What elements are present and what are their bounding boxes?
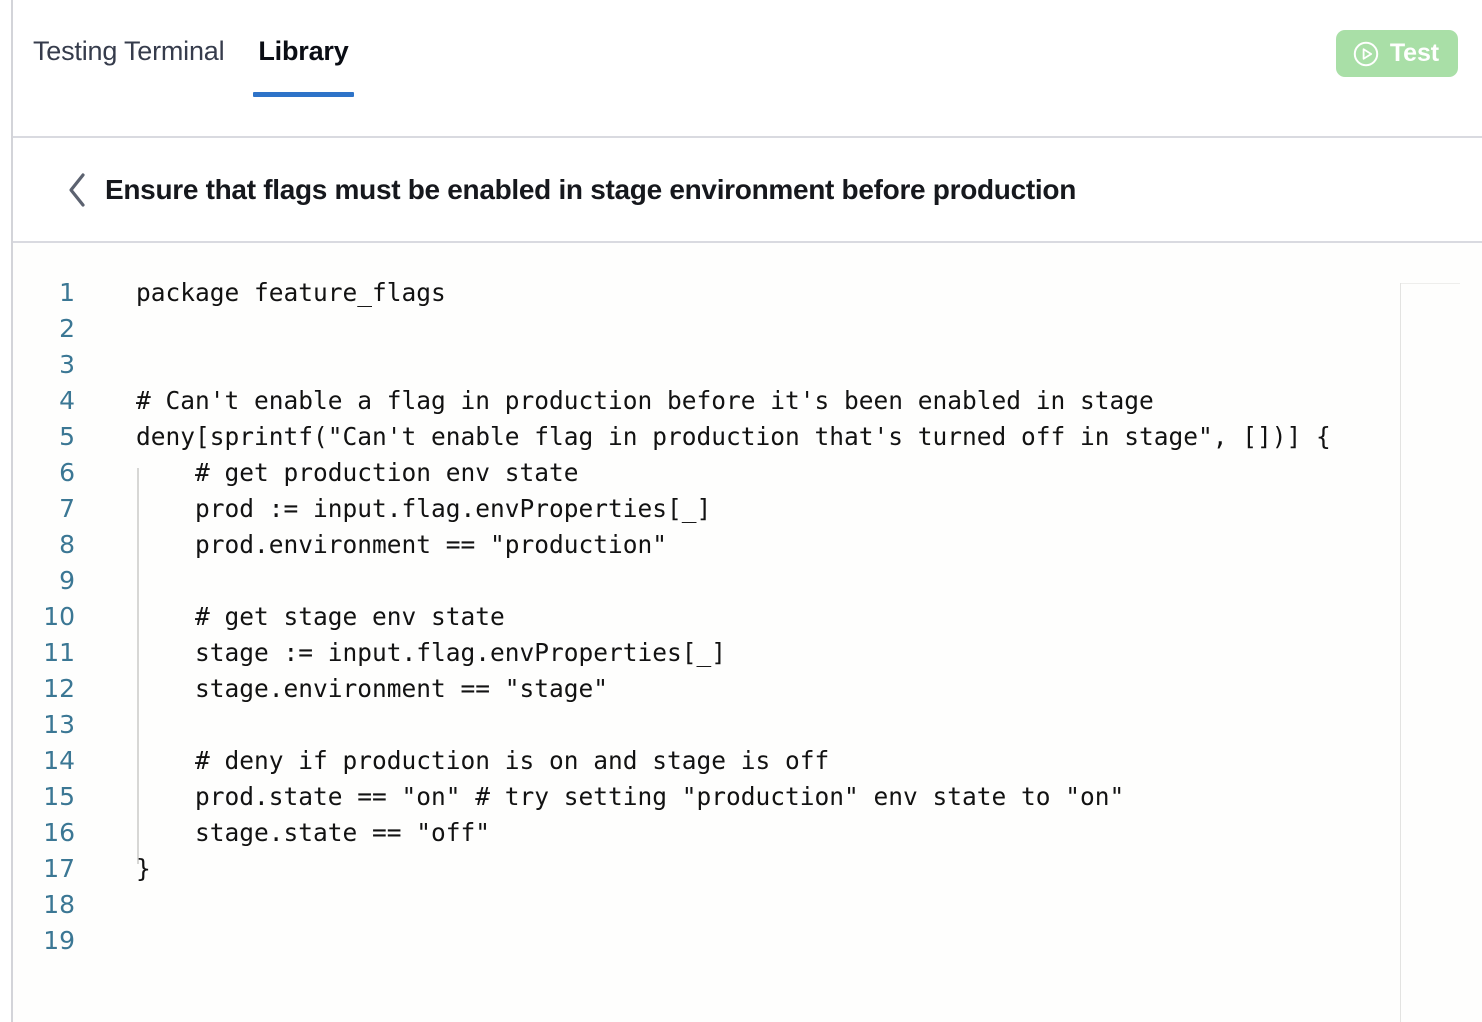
line-number: 5 <box>59 422 75 451</box>
line-number: 11 <box>43 638 75 667</box>
line-number: 13 <box>43 710 75 739</box>
play-circle-icon <box>1353 41 1379 66</box>
code-line[interactable]: 19 <box>13 923 1482 959</box>
line-number: 16 <box>43 818 75 847</box>
line-number: 17 <box>43 854 75 883</box>
code-line-text[interactable]: # get production env state <box>136 458 579 487</box>
line-number: 12 <box>43 674 75 703</box>
code-line[interactable]: 18 <box>13 887 1482 923</box>
code-lines: 1 package feature_flags 2 3 4 # Can't enable … <box>13 275 1482 959</box>
code-line-text[interactable]: prod := input.flag.envProperties[_] <box>136 494 712 523</box>
line-number: 14 <box>43 746 75 775</box>
line-number: 1 <box>59 278 75 307</box>
code-line[interactable]: 9 <box>13 563 1482 599</box>
tab-library-label: Library <box>258 36 349 66</box>
policy-title-bar: Ensure that flags must be enabled in sta… <box>13 138 1482 243</box>
code-line-text[interactable]: stage.state == "off" <box>136 818 491 847</box>
code-line-text[interactable]: # get stage env state <box>136 602 505 631</box>
code-line-text[interactable]: # Can't enable a flag in production befo… <box>136 386 1154 415</box>
line-number: 2 <box>59 314 75 343</box>
editor-ruler-cap <box>1400 283 1460 284</box>
code-line-text[interactable]: deny[sprintf("Can't enable flag in produ… <box>136 422 1331 451</box>
test-button[interactable]: Test <box>1335 30 1458 77</box>
code-line[interactable]: 5 deny[sprintf("Can't enable flag in prod… <box>13 419 1482 455</box>
test-button-label: Test <box>1389 39 1439 67</box>
tab-list: Testing Terminal Library <box>31 30 354 97</box>
line-number: 7 <box>59 494 75 523</box>
line-number: 15 <box>43 782 75 811</box>
line-number: 6 <box>59 458 75 487</box>
page-title: Ensure that flags must be enabled in sta… <box>105 173 1076 205</box>
code-line[interactable]: 11 stage := input.flag.envProperties[_] <box>13 635 1482 671</box>
code-line[interactable]: 1 package feature_flags <box>13 275 1482 311</box>
code-line-text[interactable]: stage := input.flag.envProperties[_] <box>136 638 727 667</box>
tab-bar: Testing Terminal Library Test <box>13 0 1482 138</box>
code-line[interactable]: 4 # Can't enable a flag in production bef… <box>13 383 1482 419</box>
line-number: 10 <box>43 602 75 631</box>
code-line-text[interactable]: stage.environment == "stage" <box>136 674 609 703</box>
line-number: 4 <box>59 386 75 415</box>
left-edge-rail <box>11 0 13 1022</box>
tab-library[interactable]: Library <box>253 30 354 97</box>
code-line[interactable]: 6 # get production env state <box>13 455 1482 491</box>
code-line-text[interactable]: } <box>136 854 151 883</box>
line-number: 8 <box>59 530 75 559</box>
code-editor-surface[interactable]: 1 package feature_flags 2 3 4 # Can't enable … <box>13 243 1482 1022</box>
editor-print-margin-ruler <box>1400 283 1401 1022</box>
line-number: 3 <box>59 350 75 379</box>
code-line[interactable]: 10 # get stage env state <box>13 599 1482 635</box>
code-editor[interactable]: 1 package feature_flags 2 3 4 # Can't enable … <box>13 243 1482 1022</box>
line-number: 9 <box>59 566 75 595</box>
code-line[interactable]: 13 <box>13 707 1482 743</box>
code-line[interactable]: 17} <box>13 851 1482 887</box>
line-number: 18 <box>43 890 75 919</box>
tab-active-indicator <box>253 92 354 97</box>
code-line-text[interactable]: # deny if production is on and stage is … <box>136 746 830 775</box>
chevron-left-icon <box>69 172 85 207</box>
tab-testing-terminal[interactable]: Testing Terminal <box>31 30 226 68</box>
line-number: 19 <box>43 926 75 955</box>
back-button[interactable] <box>55 167 101 213</box>
code-line[interactable]: 8 prod.environment == "production" <box>13 527 1482 563</box>
code-line[interactable]: 16 stage.state == "off" <box>13 815 1482 851</box>
code-line-text[interactable]: prod.environment == "production" <box>136 530 668 559</box>
code-line[interactable]: 3 <box>13 347 1482 383</box>
tab-testing-terminal-label: Testing Terminal <box>33 36 225 66</box>
code-line-text[interactable]: package feature_flags <box>136 278 446 307</box>
code-line[interactable]: 15 prod.state == "on" # try setting "pro… <box>13 779 1482 815</box>
code-line[interactable]: 14 # deny if production is on and stage … <box>13 743 1482 779</box>
code-line[interactable]: 12 stage.environment == "stage" <box>13 671 1482 707</box>
indent-guide <box>137 468 139 864</box>
code-line[interactable]: 7 prod := input.flag.envProperties[_] <box>13 491 1482 527</box>
code-line-text[interactable]: prod.state == "on" # try setting "produc… <box>136 782 1125 811</box>
code-line[interactable]: 2 <box>13 311 1482 347</box>
